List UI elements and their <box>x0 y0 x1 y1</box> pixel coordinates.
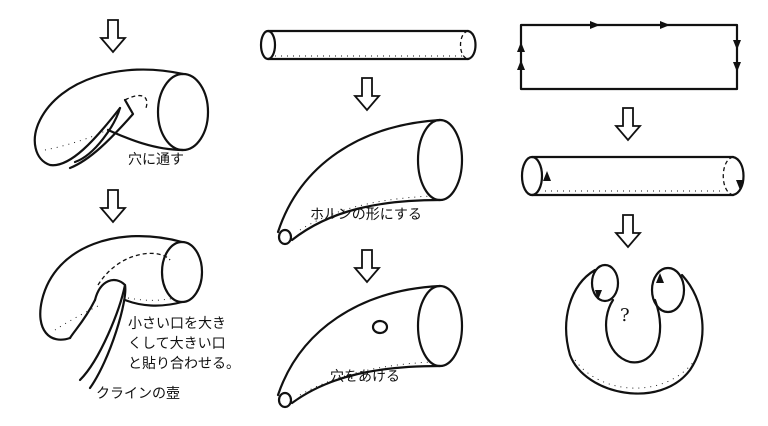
cylinder-with-arrows-drawing <box>520 155 745 197</box>
klein-bottle-drawing <box>39 235 204 390</box>
step-label-glue-line-2: くして大きい口 <box>128 336 226 352</box>
question-mark: ? <box>620 305 630 326</box>
step-label-horn-shape: ホルンの形にする <box>310 207 422 223</box>
down-arrow-icon <box>100 19 126 53</box>
step-label-make-hole: 穴をあける <box>330 369 400 385</box>
step-label-glue-line-3: と貼り合わせる。 <box>128 356 240 372</box>
square-identification-drawing <box>517 21 741 91</box>
down-arrow-icon <box>615 107 641 141</box>
horn-with-hole-drawing <box>276 284 464 409</box>
klein-bottle-label: クラインの壺 <box>96 386 180 402</box>
step-label-glue-line-1: 小さい口を大き <box>128 316 226 332</box>
down-arrow-icon <box>100 189 126 223</box>
bottle-through-hole-drawing <box>33 68 210 170</box>
torus-question-drawing <box>565 263 704 395</box>
down-arrow-icon <box>354 77 380 111</box>
step-label-pass-through-hole: 穴に通す <box>128 152 184 168</box>
down-arrow-icon <box>354 249 380 283</box>
down-arrow-icon <box>615 214 641 248</box>
cylinder-drawing <box>259 29 477 61</box>
horn-drawing <box>276 118 464 246</box>
hole <box>371 319 389 335</box>
